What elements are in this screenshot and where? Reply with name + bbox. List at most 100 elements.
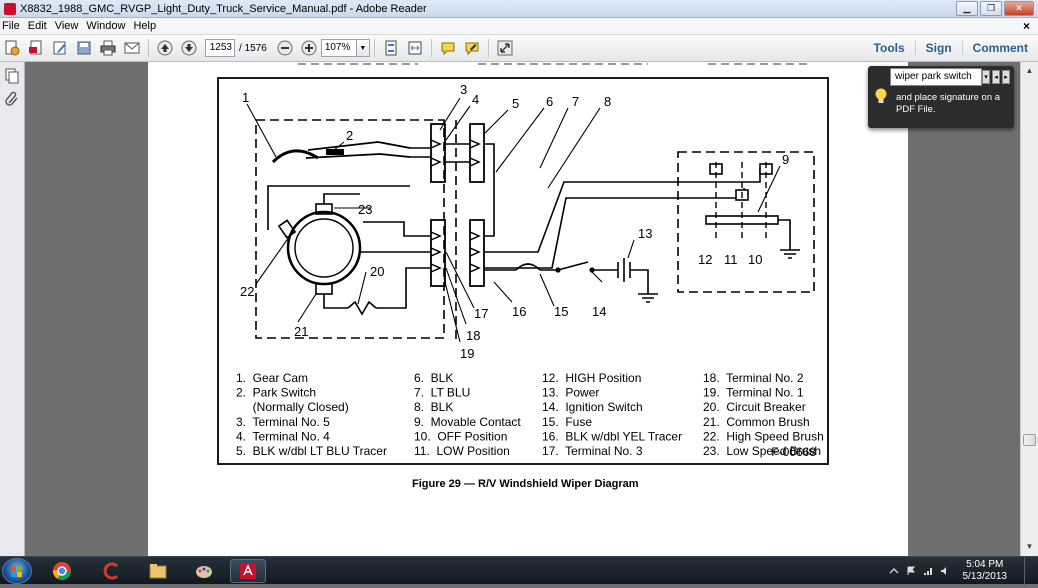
diagram-callout: 18 — [466, 328, 480, 343]
scroll-up-icon: ▲ — [1025, 66, 1034, 75]
diagram-callout: 1 — [242, 90, 249, 105]
diagram-callout: 15 — [554, 304, 568, 319]
previous-page-button[interactable] — [155, 38, 175, 58]
toolbar-divider — [487, 39, 489, 57]
sign-link[interactable]: Sign — [914, 41, 962, 55]
window-title: X8832_1988_GMC_RVGP_Light_Duty_Truck_Ser… — [20, 2, 427, 15]
save-button[interactable] — [74, 38, 94, 58]
tools-link[interactable]: Tools — [873, 41, 905, 55]
edit-pencil-icon — [53, 41, 66, 55]
restore-button[interactable]: ❐ — [980, 1, 1002, 16]
paperclip-icon — [5, 91, 18, 106]
page-number-input[interactable]: 1253 — [205, 39, 235, 57]
scroll-down-arrow[interactable]: ▼ — [1023, 540, 1036, 553]
comment-link[interactable]: Comment — [961, 41, 1038, 55]
zoom-out-button[interactable] — [275, 38, 295, 58]
legend-entry: 4. Terminal No. 4 — [236, 429, 330, 443]
page-thumbnails-button[interactable] — [3, 67, 21, 85]
show-desktop-button[interactable] — [1024, 557, 1034, 585]
menu-help[interactable]: Help — [133, 20, 157, 32]
sticky-note-button[interactable] — [438, 38, 458, 58]
plus-circle-icon — [301, 40, 317, 56]
panel-links: Tools Sign Comment — [864, 35, 1038, 61]
find-previous-button[interactable]: ◂ — [992, 70, 1000, 84]
find-next-button[interactable]: ▸ — [1002, 70, 1010, 84]
zoom-level-input[interactable]: 107% — [320, 39, 357, 57]
scroll-up-arrow[interactable]: ▲ — [1023, 64, 1036, 77]
adobe-reader-icon — [4, 2, 16, 15]
menu-window[interactable]: Window — [86, 20, 126, 32]
chevron-down-icon: ▾ — [984, 74, 988, 81]
toolbar-divider — [148, 39, 149, 57]
diagram-callout: 10 — [748, 252, 762, 267]
highlight-button[interactable] — [462, 38, 482, 58]
arrow-down-icon — [181, 40, 197, 56]
legend-entry: 18. Terminal No. 2 — [703, 371, 804, 385]
vertical-scrollbar[interactable]: ▲ ▼ — [1020, 62, 1038, 556]
diagram-callout: 21 — [294, 324, 308, 339]
network-icon[interactable] — [923, 566, 933, 576]
close-button[interactable]: ✕ — [1004, 1, 1034, 16]
create-pdf-button[interactable] — [2, 38, 22, 58]
start-button[interactable] — [2, 558, 32, 584]
edit-button[interactable] — [50, 38, 70, 58]
attachments-button[interactable] — [3, 90, 21, 108]
export-button[interactable] — [26, 38, 46, 58]
email-button[interactable] — [122, 38, 142, 58]
diagram-callout: 16 — [512, 304, 526, 319]
fit-width-button[interactable] — [405, 38, 425, 58]
figure-code: F-00668 — [771, 445, 816, 459]
taskbar-adobe-reader[interactable] — [230, 559, 266, 583]
legend-entry: 17. Terminal No. 3 — [542, 444, 643, 458]
zoom-dropdown-button[interactable]: ▼ — [356, 39, 370, 57]
find-options-dropdown[interactable]: ▾ — [982, 70, 990, 84]
menu-view[interactable]: View — [54, 20, 79, 32]
full-screen-button[interactable] — [495, 38, 515, 58]
legend-entry: 5. BLK w/dbl LT BLU Tracer — [236, 444, 387, 458]
find-input[interactable]: wiper park switch — [890, 68, 982, 86]
taskbar-chrome[interactable] — [44, 559, 80, 583]
taskbar-explorer[interactable] — [140, 559, 176, 583]
menu-edit[interactable]: Edit — [27, 20, 47, 32]
arrow-right-icon: ▸ — [1004, 74, 1008, 81]
window-controls: ▁ ❐ ✕ — [956, 1, 1034, 16]
page-total: / 1576 — [239, 42, 267, 54]
print-button[interactable] — [98, 38, 118, 58]
fit-page-button[interactable] — [381, 38, 401, 58]
legend-entry: 6. BLK — [414, 371, 453, 385]
navigation-panel — [0, 62, 25, 556]
clock-time: 5:04 PM — [966, 559, 1004, 570]
arrow-left-icon: ◂ — [994, 74, 998, 81]
minus-circle-icon — [277, 40, 293, 56]
legend-entry: 14. Ignition Switch — [542, 400, 643, 414]
find-popup: wiper park switch ▾ ◂ ▸ and place signat… — [868, 66, 1014, 128]
minimize-button[interactable]: ▁ — [956, 1, 978, 16]
toolbar: 1253 / 1576 107% ▼ Tools Sign Comment — [0, 35, 1038, 62]
menu-file[interactable]: File — [2, 20, 20, 32]
page-thumbnails-icon — [5, 68, 19, 84]
diagram-callout: 19 — [460, 346, 474, 361]
toolbar-divider — [430, 39, 432, 57]
taskbar: 5:04 PM 5/13/2013 — [0, 556, 1038, 585]
taskbar-ccleaner[interactable] — [94, 559, 130, 583]
create-pdf-icon — [5, 40, 20, 56]
volume-icon[interactable] — [940, 566, 950, 576]
legend-entry: (Normally Closed) — [236, 400, 349, 414]
system-tray: 5:04 PM 5/13/2013 — [889, 557, 1035, 585]
taskbar-paint[interactable] — [186, 559, 222, 583]
printer-icon — [100, 40, 116, 56]
zoom-in-button[interactable] — [299, 38, 319, 58]
arrow-up-icon — [157, 40, 173, 56]
chrome-icon — [53, 562, 71, 581]
show-hidden-icons[interactable] — [889, 566, 899, 576]
action-center-flag-icon[interactable] — [906, 566, 916, 576]
highlighter-icon — [465, 42, 479, 56]
diagram-callout: 11 — [724, 252, 738, 267]
legend-entry: 8. BLK — [414, 400, 453, 414]
next-page-button[interactable] — [179, 38, 199, 58]
adobe-reader-icon — [240, 563, 256, 579]
scrollbar-thumb[interactable] — [1023, 434, 1036, 446]
clock[interactable]: 5:04 PM 5/13/2013 — [963, 559, 1008, 583]
close-document-button[interactable]: × — [1022, 19, 1030, 33]
